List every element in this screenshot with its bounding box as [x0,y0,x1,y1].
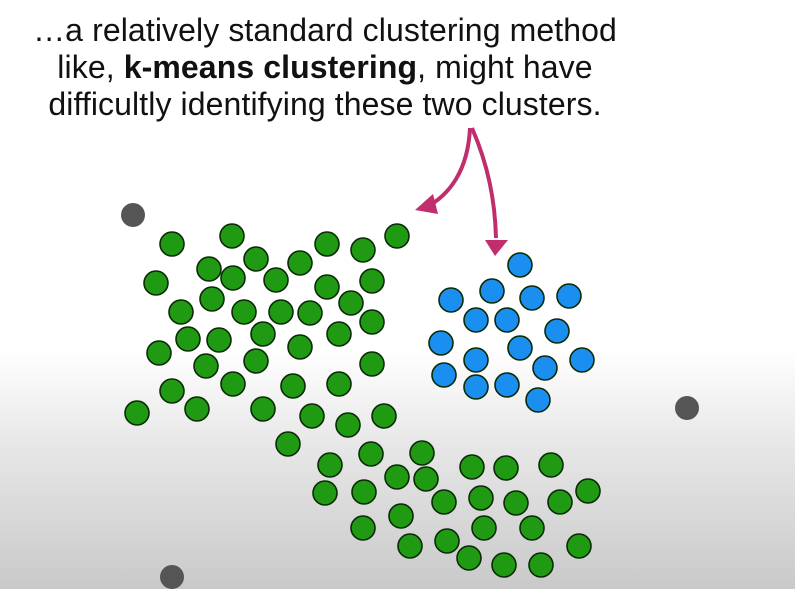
caption: …a relatively standard clustering method… [0,12,650,123]
green-dot [175,326,201,352]
caption-text: , might have [417,49,593,85]
green-dot [456,545,482,571]
blue-dot [556,283,582,309]
green-dot [250,321,276,347]
arrows [415,127,508,256]
green-dot [196,256,222,282]
green-dot [468,485,494,511]
green-dot [280,373,306,399]
green-dot [326,321,352,347]
green-dot [493,455,519,481]
blue-dot [569,347,595,373]
green-dot [263,267,289,293]
caption-line-3: difficultly identifying these two cluste… [48,86,602,122]
caption-line-1: …a relatively standard clustering method [33,12,617,48]
green-dot [314,274,340,300]
green-dot [434,528,460,554]
blue-dot [494,372,520,398]
green-dot [471,515,497,541]
green-dot [335,412,361,438]
green-dot [275,431,301,457]
green-dot [193,353,219,379]
blue-dot [494,307,520,333]
green-dot [491,552,517,578]
outlier-dot [121,203,145,227]
green-dot [312,480,338,506]
green-dot [384,464,410,490]
caption-text: like, [57,49,124,85]
arrow-left-head [415,194,438,214]
green-dot [384,223,410,249]
green-dot [397,533,423,559]
blue-dot [544,318,570,344]
green-dot [519,515,545,541]
green-dot [317,452,343,478]
green-dot [168,299,194,325]
dots [121,203,699,589]
blue-dot [507,252,533,278]
green-dot [243,246,269,272]
green-dot [184,396,210,422]
green-dot [350,515,376,541]
green-dot [297,300,323,326]
green-dot [146,340,172,366]
green-dot [351,479,377,505]
blue-dot [525,387,551,413]
green-dot [143,270,169,296]
green-dot [413,466,439,492]
green-dot [338,290,364,316]
green-dot [206,327,232,353]
blue-dot [532,355,558,381]
green-dot [299,403,325,429]
green-dot [575,478,601,504]
outlier-dot [160,565,184,589]
green-dot [326,371,352,397]
green-dot [359,351,385,377]
green-dot [409,440,435,466]
green-dot [538,452,564,478]
blue-dot [463,347,489,373]
green-dot [250,396,276,422]
green-dot [350,237,376,263]
caption-bold-term: k-means clustering [123,49,418,85]
green-dot [124,400,150,426]
green-dot [219,223,245,249]
green-dot [503,490,529,516]
green-dot [243,348,269,374]
caption-line-2: like, k-means clustering, might have [0,49,650,86]
blue-dot [507,335,533,361]
green-dot [459,454,485,480]
green-dot [359,309,385,335]
green-dot [287,334,313,360]
blue-dot [519,285,545,311]
green-dot [547,489,573,515]
green-dot [268,299,294,325]
green-dot [566,533,592,559]
blue-dot [463,307,489,333]
green-dot [287,250,313,276]
blue-dot [479,278,505,304]
green-dot [371,403,397,429]
outlier-dot [675,396,699,420]
blue-dot [463,374,489,400]
green-dot [220,265,246,291]
green-dot [359,268,385,294]
green-dot [159,231,185,257]
blue-dot [438,287,464,313]
green-dot [358,441,384,467]
blue-dot [428,330,454,356]
green-dot [159,378,185,404]
green-dot [314,231,340,257]
green-dot [220,371,246,397]
green-dot [431,489,457,515]
green-dot [528,552,554,578]
arrow-right-head [485,240,508,256]
green-dot [231,299,257,325]
blue-dot [431,362,457,388]
arrow-right [470,127,498,239]
green-dot [388,503,414,529]
green-dot [199,286,225,312]
